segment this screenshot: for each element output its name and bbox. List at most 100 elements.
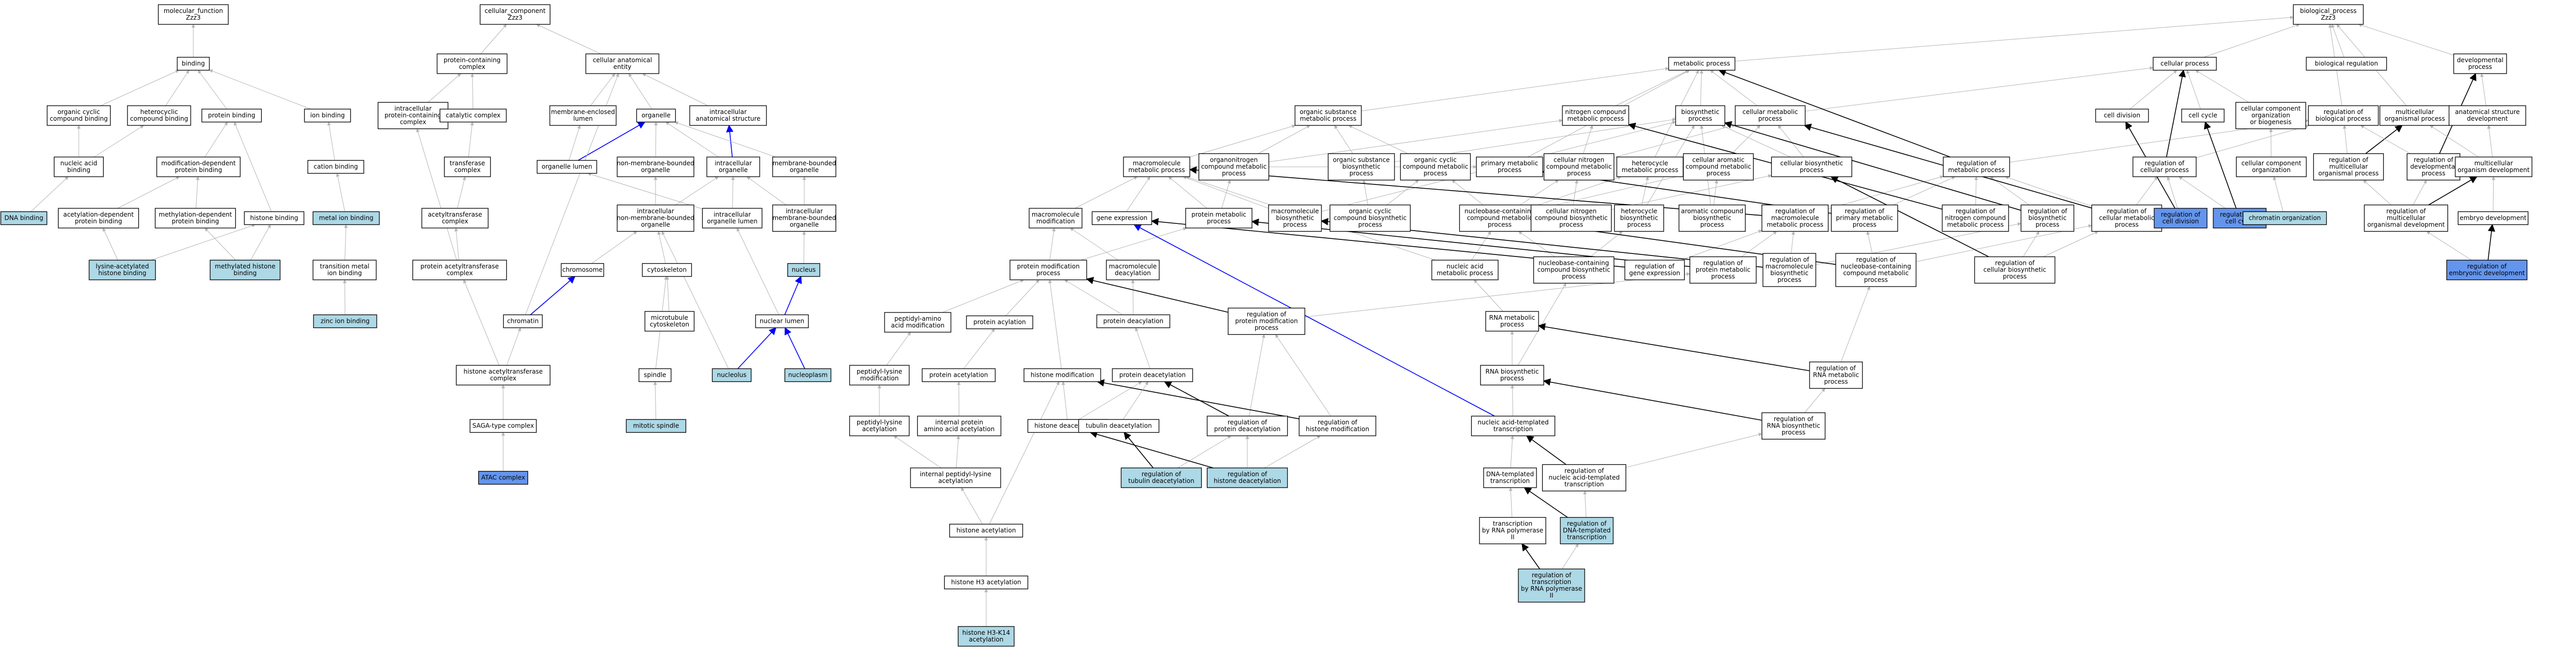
- node-label-line: regulation of: [1703, 260, 1743, 267]
- node-label-line: process: [1782, 429, 1805, 436]
- node-label-line: regulation of: [1770, 256, 1810, 263]
- edge-protdeacet-to-protdeac: [1135, 327, 1151, 369]
- edge-hismod-to-protmod: [1048, 279, 1062, 369]
- edge-hisb-to-pb: [234, 121, 272, 212]
- edge-mmbp-to-mmp: [1183, 176, 1269, 209]
- node-box: [421, 208, 489, 229]
- node-label-line: Zzz3: [508, 14, 522, 21]
- edge-iol-to-io: [731, 176, 735, 209]
- edge-pepl-to-pepaa: [886, 332, 911, 366]
- node-label-line: organelle: [642, 112, 671, 119]
- node-label-line: nucleic acid: [60, 160, 97, 167]
- node-box: [2020, 204, 2074, 232]
- edge-regrnamp-to-rnamp: [1538, 323, 1810, 372]
- edge-atc-to-tc: [457, 176, 466, 209]
- node-label-line: protein acylation: [973, 319, 1026, 326]
- node-label-line: peptidyl-lysine: [857, 368, 902, 375]
- node-label-line: regulation of: [2414, 156, 2454, 164]
- node-box: [1471, 416, 1556, 436]
- go-term-node-embdev: embryo development: [2457, 211, 2529, 225]
- node-label-line: regulation of: [2028, 208, 2068, 215]
- node-label-line: membrane-bounded: [773, 215, 836, 222]
- node-label-line: process: [1498, 166, 1521, 174]
- edge-regtpol2-to-regdtt: [1562, 543, 1579, 569]
- node-label-line: binding: [234, 269, 257, 277]
- node-label-line: nucleus: [792, 266, 816, 274]
- go-term-node-chm: chromatin: [503, 314, 543, 329]
- edge-mib-to-catb: [336, 173, 345, 212]
- edge-regcp-to-regbp: [2196, 124, 2310, 158]
- node-label-line: process: [1688, 115, 1712, 122]
- node-label-line: organization: [2252, 166, 2291, 174]
- edge-regmod-to-regmop: [2363, 180, 2392, 205]
- edge-regtubdeacet-to-tubdeacet: [1123, 432, 1154, 468]
- go-term-node-chrorg: chromatin organization: [2242, 211, 2327, 225]
- node-label-line: process: [1559, 221, 1583, 229]
- node-box: [2154, 208, 2208, 229]
- node-box: [944, 575, 1029, 590]
- node-label-line: protein deacetylation: [1119, 372, 1186, 379]
- node-box: [2313, 153, 2384, 181]
- node-label-line: regulation of: [1856, 256, 1896, 263]
- node-box: [1624, 260, 1685, 280]
- node-label-line: DNA-templated: [1563, 527, 1611, 534]
- node-label-line: transition metal: [320, 263, 369, 270]
- node-label-line: organelle: [790, 221, 819, 229]
- node-label-line: biosynthetic: [1681, 108, 1719, 116]
- node-box: [1530, 204, 1612, 232]
- edge-dnab-to-nab: [31, 176, 69, 212]
- node-label-line: transcription: [1490, 477, 1530, 485]
- node-label-line: protein binding: [75, 218, 122, 225]
- node-box: [1206, 416, 1288, 436]
- go-term-node-atac: ATAC complex: [478, 471, 529, 485]
- node-label-line: cellular anatomical: [593, 56, 652, 64]
- node-label-line: nucleobase-containing: [1841, 263, 1911, 270]
- node-label-line: nitrogen compound: [1945, 215, 2006, 222]
- edge-regmmp-to-mmp: [1189, 166, 1762, 216]
- edge-occmp-to-osmp: [1348, 125, 1408, 154]
- node-label-line: modification: [1036, 218, 1075, 225]
- edge-lahb-to-adpb: [103, 227, 118, 261]
- node-label-line: regulation of: [1845, 208, 1885, 215]
- go-term-node-protacet: protein acetylation: [921, 368, 996, 382]
- go-term-node-binding: binding: [177, 56, 210, 71]
- node-box: [0, 211, 48, 225]
- node-box: [787, 263, 820, 277]
- node-box: [917, 416, 1002, 436]
- node-label-line: transferase: [450, 160, 485, 167]
- node-label-line: mitotic spindle: [633, 422, 679, 430]
- node-label-line: nucleic acid-templated: [1548, 474, 1619, 481]
- node-box: [2379, 105, 2451, 126]
- node-box: [711, 368, 752, 382]
- node-box: [2446, 260, 2528, 280]
- node-box: [921, 368, 996, 382]
- node-label-line: complex: [454, 166, 481, 174]
- edge-regcbp-to-regcmp: [2043, 231, 2099, 257]
- node-label-line: cellular biosynthetic: [1983, 266, 2046, 274]
- go-term-node-celldiv: cell division: [2095, 108, 2149, 123]
- node-label-line: intracellular: [394, 105, 432, 112]
- node-label-line: compound metabolic: [1843, 269, 1909, 277]
- edge-regmop-to-mop: [2365, 125, 2403, 154]
- node-box: [1761, 412, 1826, 440]
- node-label-line: process: [1424, 170, 1447, 177]
- node-label-line: RNA biosynthetic: [1486, 368, 1539, 375]
- node-box: [561, 263, 604, 277]
- node-label-line: process: [2468, 63, 2492, 70]
- go-term-node-h3acet: histone H3 acetylation: [944, 575, 1029, 590]
- node-label-line: regulation of: [1775, 208, 1815, 215]
- edge-mmdeac-to-mmod: [1070, 227, 1118, 261]
